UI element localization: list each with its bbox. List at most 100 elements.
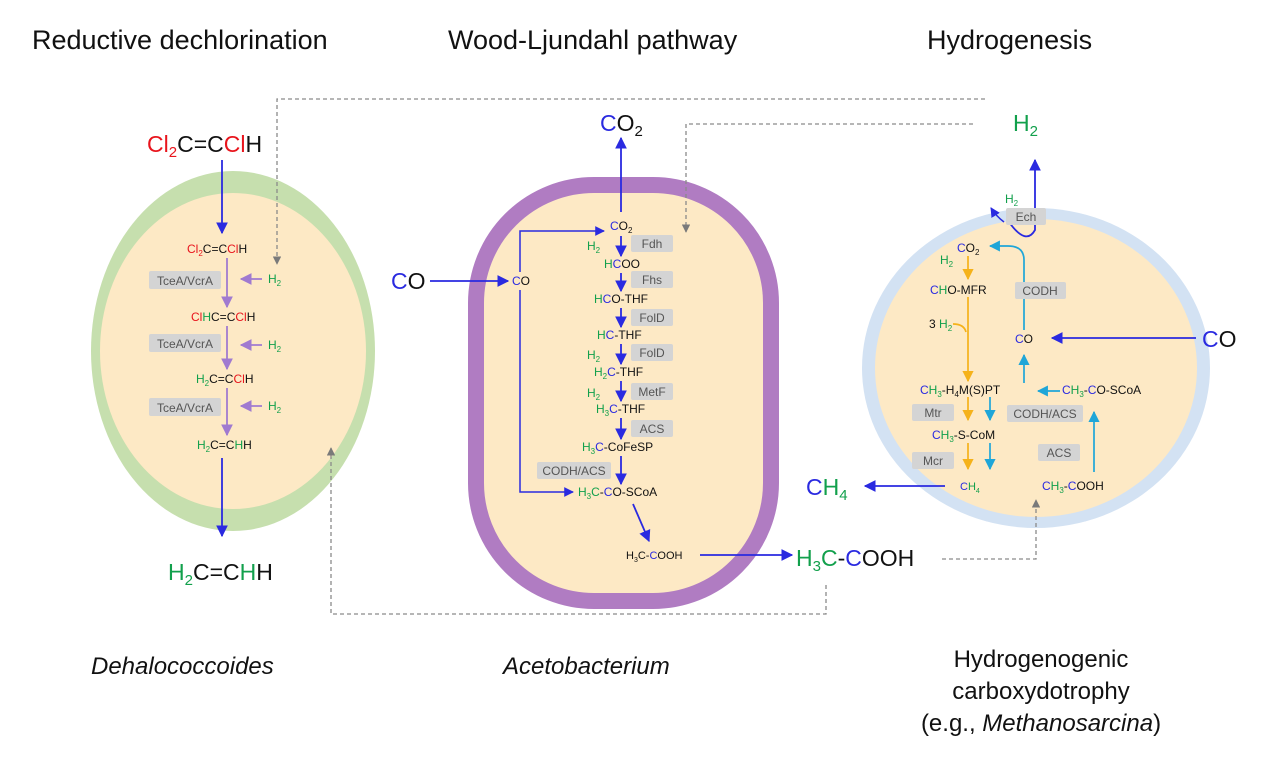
dehalo-h2-labels: H2 H2 H2 xyxy=(268,272,282,415)
aceto-co-branch-lines xyxy=(519,226,605,497)
aceto-cc7-c: C xyxy=(595,440,604,454)
methano-och4-c: C xyxy=(806,474,823,500)
methano-outer-co: CO xyxy=(1202,326,1237,352)
dehalo-enzyme-box-2 xyxy=(149,334,221,352)
aceto-oa-dash: - xyxy=(838,545,846,571)
dehalo-h2-label-3: H2 xyxy=(268,399,282,415)
methano-ih2-h: H xyxy=(1005,192,1014,206)
aceto-h2-labels: H2 H2 H2 xyxy=(587,239,601,402)
methano-enzyme-box-acs xyxy=(1038,444,1080,461)
methano-mc5-h: H xyxy=(1071,383,1080,397)
dehalo-compound-1: Cl2C=CClH xyxy=(187,242,247,258)
methanosarcina-content: H2 H2 Ech CO CH4 CO2 H2 CHO-MFR xyxy=(806,110,1237,737)
aceto-cc3-r: O-THF xyxy=(611,292,648,306)
aceto-cc5-c: C xyxy=(607,365,616,379)
methano-mc8-c2: C xyxy=(1068,479,1077,493)
methano-mc4-a: -H xyxy=(942,383,955,397)
dehalo-c3-c: Cl xyxy=(233,372,244,386)
methano-co-to-co2-arrow xyxy=(988,240,1025,330)
methano-compounds: CO2 H2 CHO-MFR 3 H2 CO CH3-H4M(S)PT CH3-… xyxy=(920,241,1141,495)
methano-mc2-h: H xyxy=(939,283,948,297)
dehalo-h2-3-h: H xyxy=(268,399,277,413)
aceto-cc9-r: OOH xyxy=(657,550,682,562)
methano-mc4-sub: 3 xyxy=(937,390,942,399)
methano-mc5-c: C xyxy=(1062,383,1071,397)
aceto-h2-2-h: H xyxy=(587,348,596,362)
methano-compound-ch4: CH4 xyxy=(960,481,980,495)
dehalo-c3-sub: 2 xyxy=(205,379,210,388)
methano-h2a-sub: 2 xyxy=(949,260,954,269)
aceto-cc4-r: -THF xyxy=(614,328,641,342)
dehalo-enzyme-3: TceA/VcrA xyxy=(157,401,213,415)
dehalo-c3-b: C=C xyxy=(209,372,234,386)
methano-compound-co: CO xyxy=(1015,332,1033,346)
aceto-compound-h2c-thf: H2C-THF xyxy=(594,365,643,381)
methano-enzyme-box-mtr xyxy=(912,404,954,421)
dehalo-h2-3-sub: 2 xyxy=(277,406,282,415)
dehalo-c4-a: H xyxy=(197,438,206,452)
aceto-cc8-r: O-SCoA xyxy=(612,485,657,499)
dehalo-c2-c: C=C xyxy=(211,310,236,324)
methano-mc7-sub: 4 xyxy=(976,488,980,495)
aceto-cc5-h: H xyxy=(594,365,603,379)
methano-ih2-sub: 2 xyxy=(1014,199,1019,208)
dehalo-op-d: H xyxy=(256,559,273,585)
aceto-cc8-dash: - xyxy=(600,485,604,499)
aceto-enzyme-1: Fdh xyxy=(642,237,663,251)
methano-mc2-c: C xyxy=(930,283,939,297)
heading-reductive-dechlorination: Reductive dechlorination xyxy=(32,25,328,55)
aceto-outer-acetate: H3C-COOH xyxy=(796,545,914,575)
dehalo-outer-reactant-cl2: Cl xyxy=(224,131,246,157)
aceto-oa-r: OOH xyxy=(862,545,914,571)
aceto-h2-label-3: H2 xyxy=(587,386,601,402)
methano-mc6-h: H xyxy=(941,428,950,442)
methano-compound-co2: CO2 xyxy=(957,241,980,257)
dehalo-c4-sub: 2 xyxy=(206,445,211,454)
aceto-compound-cofesp: H3C-CoFeSP xyxy=(582,440,653,456)
aceto-compound-co2: CO2 xyxy=(610,219,633,235)
aceto-enzyme-6: ACS xyxy=(640,422,665,436)
methano-caption-line-1: Hydrogenogenic xyxy=(954,646,1129,673)
methano-oco-o: O xyxy=(1219,326,1237,352)
dehalo-h2-label-2: H2 xyxy=(268,338,282,354)
methano-mc8-h: H xyxy=(1051,479,1060,493)
dehalo-c2-d: Cl xyxy=(235,310,246,324)
dashed-acetate-to-methanosarcina xyxy=(942,499,1041,560)
heading-hydrogenesis: Hydrogenesis xyxy=(927,25,1092,55)
methano-inner-h2: H2 xyxy=(1005,192,1019,208)
methano-mc6-c: C xyxy=(932,428,941,442)
methano-enzyme-tags: CODH Mtr CODH/ACS Mcr ACS xyxy=(912,282,1083,469)
methano-orange-h2-arrow xyxy=(952,323,967,333)
methano-compound-cho-mfr: CHO-MFR xyxy=(930,283,987,297)
methano-caption-suffix: ) xyxy=(1153,710,1161,737)
dehalococcoides-cytoplasm xyxy=(100,193,366,509)
aceto-oa-sub: 3 xyxy=(813,558,821,575)
aceto-h2-label-1: H2 xyxy=(587,239,601,255)
methano-mc7-c: C xyxy=(960,481,968,493)
methano-enzyme-codh: CODH xyxy=(1022,284,1057,298)
methano-mc4-h: H xyxy=(929,383,938,397)
aceto-cc2-r: OO xyxy=(621,257,640,271)
dashed-connectors xyxy=(272,98,1041,615)
methano-mc8-sub: 3 xyxy=(1059,486,1064,495)
methano-enzyme-codh-acs: CODH/ACS xyxy=(1013,407,1076,421)
methano-mc8-dash: - xyxy=(1064,479,1068,493)
aceto-enzyme-box-4 xyxy=(631,344,673,361)
aceto-cc6-r: -THF xyxy=(618,402,645,416)
methano-orange-arrows xyxy=(952,256,974,471)
aceto-cc1-c: C xyxy=(610,219,619,233)
aceto-oa-c2: C xyxy=(845,545,862,571)
methanosarcina-caption: Hydrogenogenic carboxydotrophy (e.g., Me… xyxy=(921,646,1161,737)
dehalo-compound-4: H2C=CHH xyxy=(197,438,252,454)
methano-h2a-h: H xyxy=(940,253,949,267)
methano-enzyme-box-ech xyxy=(1006,208,1046,225)
methano-enzyme-mcr: Mcr xyxy=(923,454,943,468)
aceto-co2-o: O xyxy=(617,110,635,136)
dehalo-op-a: H xyxy=(168,559,185,585)
aceto-inner-co-c: C xyxy=(512,274,521,288)
aceto-enzyme-tags: Fdh Fhs FolD FolD MetF ACS CODH/ACS xyxy=(537,235,673,479)
aceto-cc9-sub: 3 xyxy=(634,557,638,564)
methano-h2b-sub: 2 xyxy=(948,324,953,333)
acetobacterium-content: CO2 CO CO CO2 HCOO HCO-THF HC-THF H2C-TH… xyxy=(391,110,914,680)
